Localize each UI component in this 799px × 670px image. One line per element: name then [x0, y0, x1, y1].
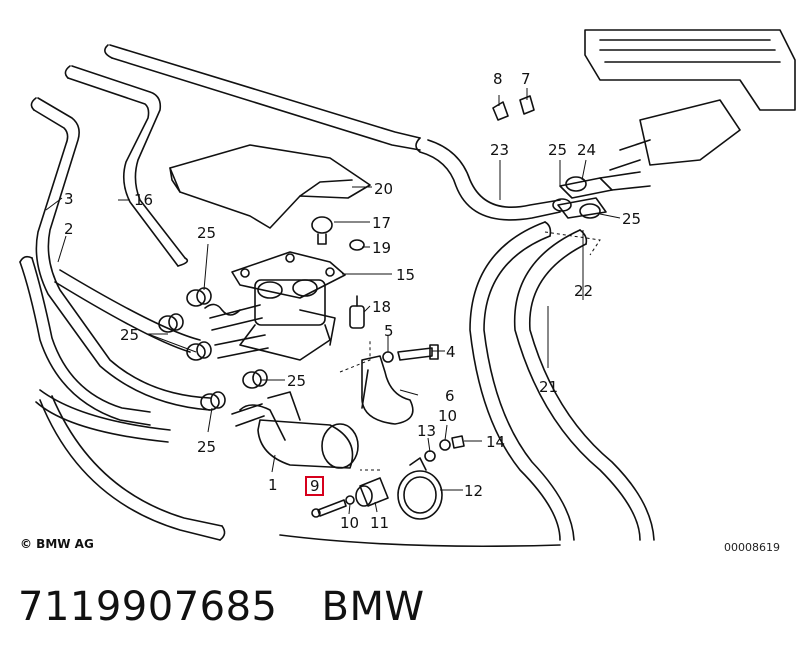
- callout-3[interactable]: 3: [64, 190, 74, 208]
- callout-17[interactable]: 17: [372, 214, 391, 232]
- cover-20: [169, 144, 371, 229]
- callout-25-bottom[interactable]: 25: [197, 438, 216, 456]
- copyright-text: © BMW AG: [20, 537, 94, 551]
- callout-2[interactable]: 2: [64, 220, 74, 238]
- bracket-6: [361, 355, 414, 425]
- grommet-19: [349, 239, 365, 251]
- callout-1[interactable]: 1: [268, 476, 278, 494]
- callout-10-lower[interactable]: 10: [340, 514, 359, 532]
- pump-1: [231, 391, 359, 469]
- bolt-9: [311, 499, 347, 518]
- callout-21[interactable]: 21: [539, 378, 558, 396]
- callout-25-top-right[interactable]: 25: [548, 141, 567, 159]
- callout-18[interactable]: 18: [372, 298, 391, 316]
- callout-8[interactable]: 8: [493, 70, 503, 88]
- callout-23[interactable]: 23: [490, 141, 509, 159]
- callout-25-mid[interactable]: 25: [287, 372, 306, 390]
- callout-16[interactable]: 16: [134, 191, 153, 209]
- bolt-4: [382, 344, 439, 363]
- hose-bottom: [39, 395, 561, 548]
- callout-14[interactable]: 14: [486, 433, 505, 451]
- diagram-reference: 00008619: [724, 541, 780, 554]
- callout-19[interactable]: 19: [372, 239, 391, 257]
- valve-stubs: [204, 303, 269, 359]
- washer-10: [345, 495, 355, 505]
- callout-6[interactable]: 6: [445, 387, 455, 405]
- valve-15: [231, 251, 346, 361]
- hose-16: [64, 44, 421, 267]
- highlight-box-9: [305, 476, 324, 496]
- clamp-12: [397, 457, 443, 520]
- callout-5[interactable]: 5: [384, 322, 394, 340]
- callout-20[interactable]: 20: [374, 180, 393, 198]
- callout-25-mid-left[interactable]: 25: [120, 326, 139, 344]
- callout-25-top-left[interactable]: 25: [197, 224, 216, 242]
- heater-core: [584, 29, 796, 171]
- caption: 7119907685 BMW: [18, 584, 425, 630]
- callout-11[interactable]: 11: [370, 514, 389, 532]
- part-number: 7119907685: [18, 584, 278, 630]
- parts-diagram: 1 2 3 4 5 6 7 8 9 10 10 11 12 13 14 15 1…: [19, 29, 796, 548]
- callout-10-upper[interactable]: 10: [438, 407, 457, 425]
- callout-22[interactable]: 22: [574, 282, 593, 300]
- callout-15[interactable]: 15: [396, 266, 415, 284]
- clamps-25-left: [158, 287, 268, 411]
- callout-24[interactable]: 24: [577, 141, 596, 159]
- stud-18: [349, 295, 365, 329]
- sleeve-11: [355, 477, 389, 507]
- hose-3: [30, 97, 211, 411]
- callout-9[interactable]: 9: [310, 477, 320, 495]
- callout-12[interactable]: 12: [464, 482, 483, 500]
- callout-7[interactable]: 7: [521, 70, 531, 88]
- callout-13[interactable]: 13: [417, 422, 436, 440]
- callout-labels: 1 2 3 4 5 6 7 8 9 10 10 11 12 13 14 15 1…: [64, 70, 641, 532]
- clamps-25-right: [552, 171, 651, 219]
- hose-23: [415, 137, 561, 221]
- hose-2: [19, 255, 201, 443]
- leader-lines: [45, 88, 621, 515]
- valve-17: [311, 216, 333, 245]
- clip-8: [492, 101, 509, 121]
- hose-22: [469, 221, 655, 541]
- callout-4[interactable]: 4: [446, 343, 456, 361]
- brand-name: BMW: [321, 584, 425, 630]
- callout-25-right[interactable]: 25: [622, 210, 641, 228]
